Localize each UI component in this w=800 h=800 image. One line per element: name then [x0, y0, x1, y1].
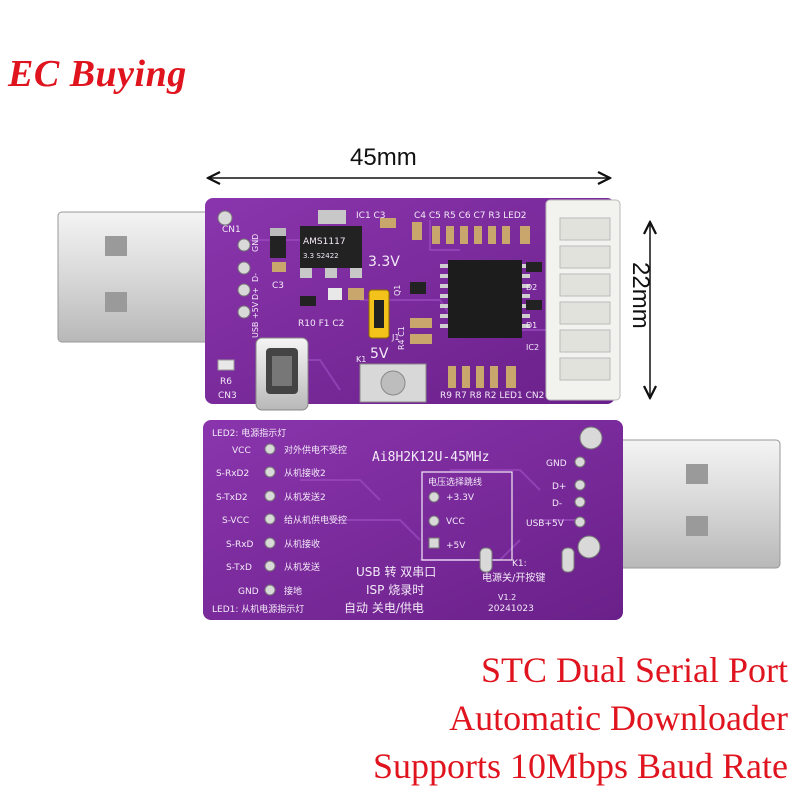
- pin-desc: 从机接收: [284, 538, 320, 550]
- pin-name: S-RxD: [226, 540, 254, 550]
- front-board: CN1 GND D- D+ USB +5V C3 AMS1117 3.3 S24…: [57, 198, 621, 411]
- label-d2: D2: [526, 283, 537, 292]
- label-dminus: D-: [251, 273, 260, 282]
- label-r4c1: R4 C1: [397, 326, 406, 350]
- label-title-line: USB 转 双串口: [356, 564, 436, 579]
- pin-list: VCC 对外供电不受控 S-RxD2 从机接收2 S-TxD2 从机发送2 S-…: [216, 444, 347, 597]
- label-led1: LED1: 从机电源指示灯: [212, 603, 304, 615]
- label-usb-pin: D-: [552, 499, 562, 509]
- label-ic1c3: IC1 C3: [356, 211, 386, 221]
- label-switch: 电源关/开按键: [482, 571, 545, 584]
- label-3v3: 3.3V: [368, 254, 400, 270]
- label-regulator-sub: 3.3 S2422: [303, 252, 339, 260]
- label-jumper-title: 电压选择跳线: [428, 476, 482, 488]
- label-j1: J1: [391, 333, 399, 342]
- label-jumper-opt: +5V: [446, 541, 466, 551]
- label-k1-front: K1: [356, 355, 366, 364]
- pin-desc: 从机接收2: [284, 467, 326, 479]
- label-q1: Q1: [393, 285, 402, 296]
- label-usb-pin: GND: [546, 459, 567, 469]
- pin-name: S-RxD2: [216, 469, 249, 479]
- label-cn3: CN3: [218, 391, 237, 401]
- label-usb5v: USB +5V: [251, 301, 260, 338]
- label-usb-pin: USB+5V: [526, 519, 565, 529]
- caption-line: Supports 10Mbps Baud Rate: [372, 746, 788, 786]
- height-dimension-label: 22mm: [627, 262, 654, 329]
- label-date: 20241023: [488, 604, 534, 614]
- label-5v: 5V: [370, 346, 389, 362]
- pin-name: S-VCC: [222, 516, 249, 526]
- caption-line: STC Dual Serial Port: [481, 650, 788, 690]
- label-d1: D1: [526, 321, 537, 330]
- label-ic2: IC2: [526, 343, 539, 352]
- caption-line: Automatic Downloader: [449, 698, 788, 738]
- label-title-line: ISP 烧录时: [366, 583, 424, 597]
- pin-name: S-TxD2: [216, 493, 248, 503]
- width-dimension-label: 45mm: [350, 144, 417, 171]
- pin-desc: 从机发送2: [284, 491, 326, 503]
- back-board: LED2: 电源指示灯 VCC 对外供电不受控 S-RxD2 从机接收2 S-T…: [203, 420, 781, 620]
- label-r10f1c2: R10 F1 C2: [298, 319, 344, 329]
- pin-desc: 从机发送: [284, 561, 320, 573]
- label-bottom-row: R9 R7 R8 R2 LED1 CN2: [440, 391, 544, 401]
- brand-logo: EC Buying: [8, 53, 187, 95]
- label-usb-pin: D+: [552, 482, 566, 492]
- label-cn1: CN1: [222, 225, 241, 235]
- label-jumper-opt: VCC: [446, 517, 465, 527]
- label-r6: R6: [220, 377, 232, 387]
- label-led2: LED2: 电源指示灯: [212, 427, 286, 439]
- pin-name: S-TxD: [226, 563, 252, 573]
- pin-name: VCC: [232, 446, 251, 456]
- label-title-line: 自动 关电/供电: [344, 601, 424, 615]
- label-regulator: AMS1117: [303, 237, 346, 247]
- label-c3-left: C3: [272, 281, 284, 291]
- label-dplus: D+: [251, 287, 260, 300]
- pin-name: GND: [238, 587, 259, 597]
- label-jumper-opt: +3.3V: [446, 493, 475, 503]
- label-version: V1.2: [498, 593, 516, 602]
- label-cap-row: C4 C5 R5 C6 C7 R3 LED2: [414, 211, 527, 221]
- pin-desc: 接地: [284, 585, 302, 597]
- pin-desc: 对外供电不受控: [284, 444, 347, 456]
- label-gnd: GND: [251, 234, 260, 252]
- label-k1-back: K1:: [512, 559, 527, 569]
- label-chip: Ai8H2K12U-45MHz: [372, 450, 489, 465]
- pin-desc: 给从机供电受控: [284, 514, 347, 526]
